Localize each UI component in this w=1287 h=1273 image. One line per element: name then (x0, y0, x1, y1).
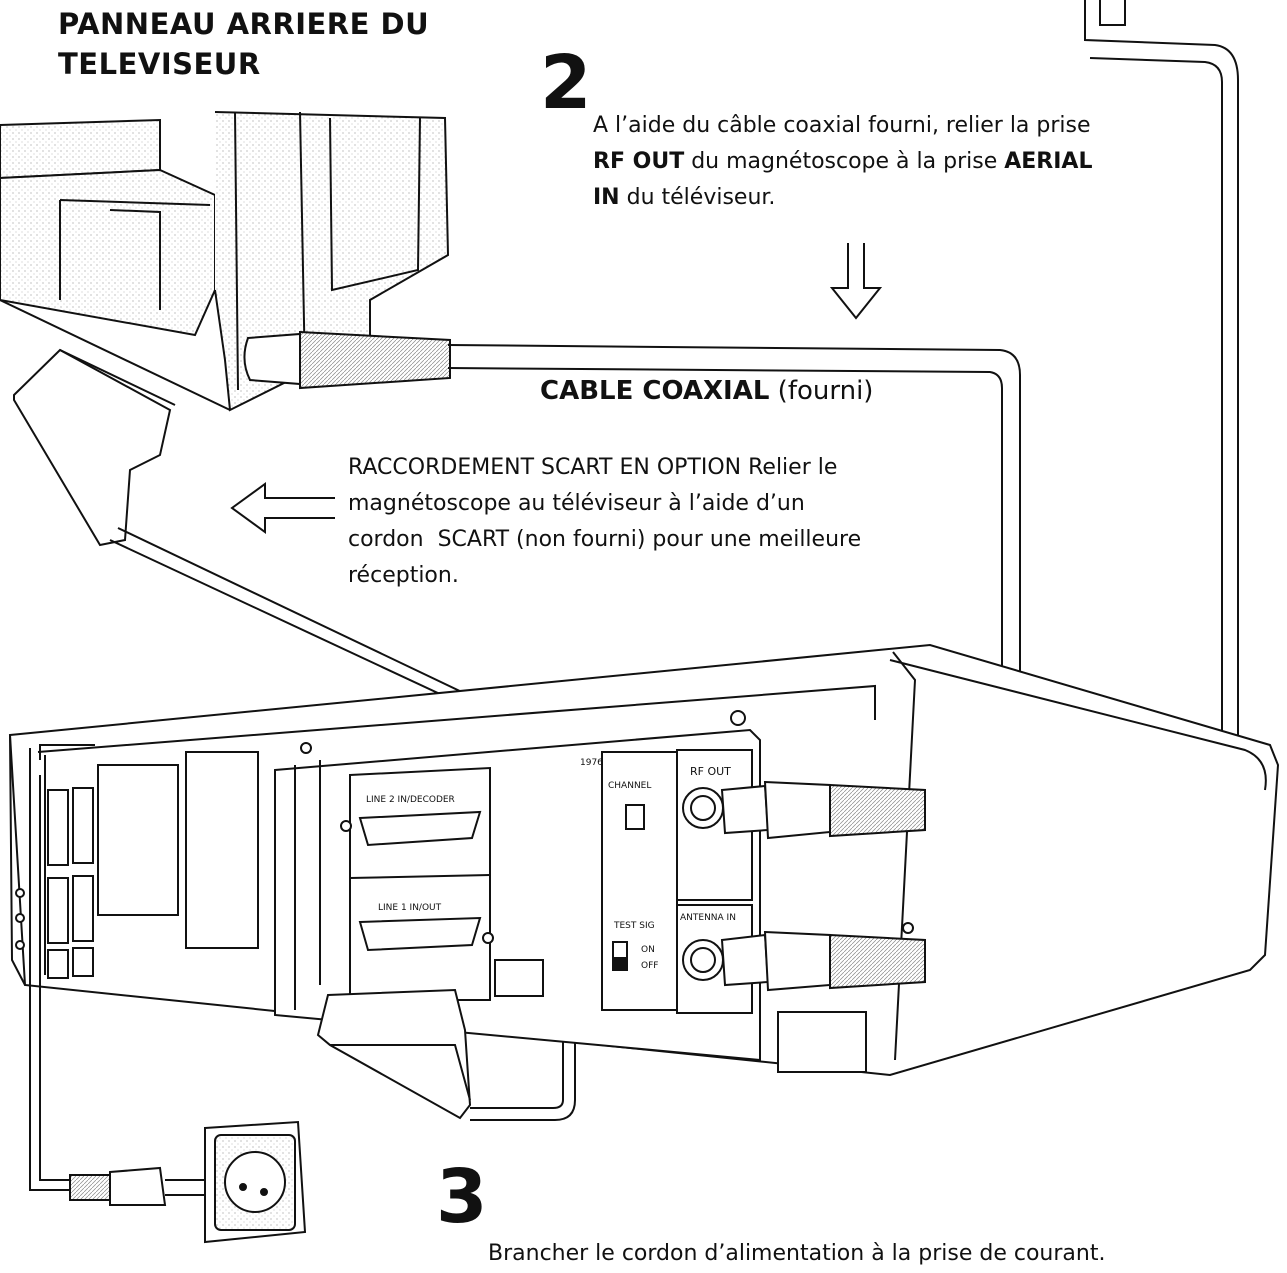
step-2-text: A l’aide du câble coaxial fourni, relier… (593, 108, 1233, 216)
step-2-line1: A l’aide du câble coaxial fourni, relier… (593, 113, 1091, 138)
rf-out-term: RF OUT (593, 149, 685, 174)
step-3-number: 3 (436, 1154, 488, 1240)
step-2-line3: IN du téléviseur. (593, 180, 1233, 216)
scart-option-text: RACCORDEMENT SCART EN OPTION Relier le m… (348, 450, 988, 594)
label-rf-out: RF OUT (690, 765, 731, 778)
in-term: IN (593, 185, 620, 210)
scart-line1: RACCORDEMENT SCART EN OPTION Relier le (348, 455, 838, 480)
tv-panel-title-line2: TELEVISEUR (58, 47, 261, 81)
scart-plug (316, 988, 472, 1120)
down-arrow-icon (829, 243, 883, 320)
tv-panel-title: PANNEAU ARRIERE DU TELEVISEUR (58, 4, 429, 84)
left-arrow-icon (230, 482, 335, 534)
label-test-sig: TEST SIG (613, 921, 655, 931)
scart-line2: magnétoscope au téléviseur à l’aide d’un (348, 491, 805, 516)
label-model: 1976 (580, 758, 603, 768)
step-3-text: Brancher le cordon d’alimentation à la p… (488, 1241, 1106, 1266)
label-line2: LINE 2 IN/DECODER (366, 795, 455, 805)
aerial-term: AERIAL (1004, 149, 1093, 174)
scart-line3: cordon SCART (non fourni) pour une meill… (348, 527, 862, 552)
step-2-line2-text: du magnétoscope à la prise (684, 149, 1005, 174)
step-2-line3-text: du téléviseur. (619, 185, 776, 210)
label-on: ON (641, 945, 655, 955)
label-off: OFF (641, 961, 658, 971)
coax-cable-label: CABLE COAXIAL (fourni) (540, 376, 873, 406)
label-line1: LINE 1 IN/OUT (378, 903, 442, 913)
step-2-number: 2 (540, 40, 592, 126)
scart-line4: réception. (348, 563, 459, 588)
step-2-line2: RF OUT du magnétoscope à la prise AERIAL (593, 144, 1233, 180)
label-antenna-in: ANTENNA IN (680, 913, 736, 923)
coax-label-bold: CABLE COAXIAL (540, 376, 770, 406)
power-cord (29, 744, 205, 1206)
coax-label-note: (fourni) (769, 376, 874, 406)
rf-plugs (720, 780, 926, 992)
wall-socket-icon (204, 1120, 307, 1244)
vcr-panel-labels: LINE 2 IN/DECODER LINE 1 IN/OUT CHANNEL … (366, 758, 736, 971)
vcr-body (8, 643, 1280, 1077)
label-channel: CHANNEL (608, 781, 651, 791)
tv-panel-title-line1: PANNEAU ARRIERE DU (58, 7, 430, 41)
